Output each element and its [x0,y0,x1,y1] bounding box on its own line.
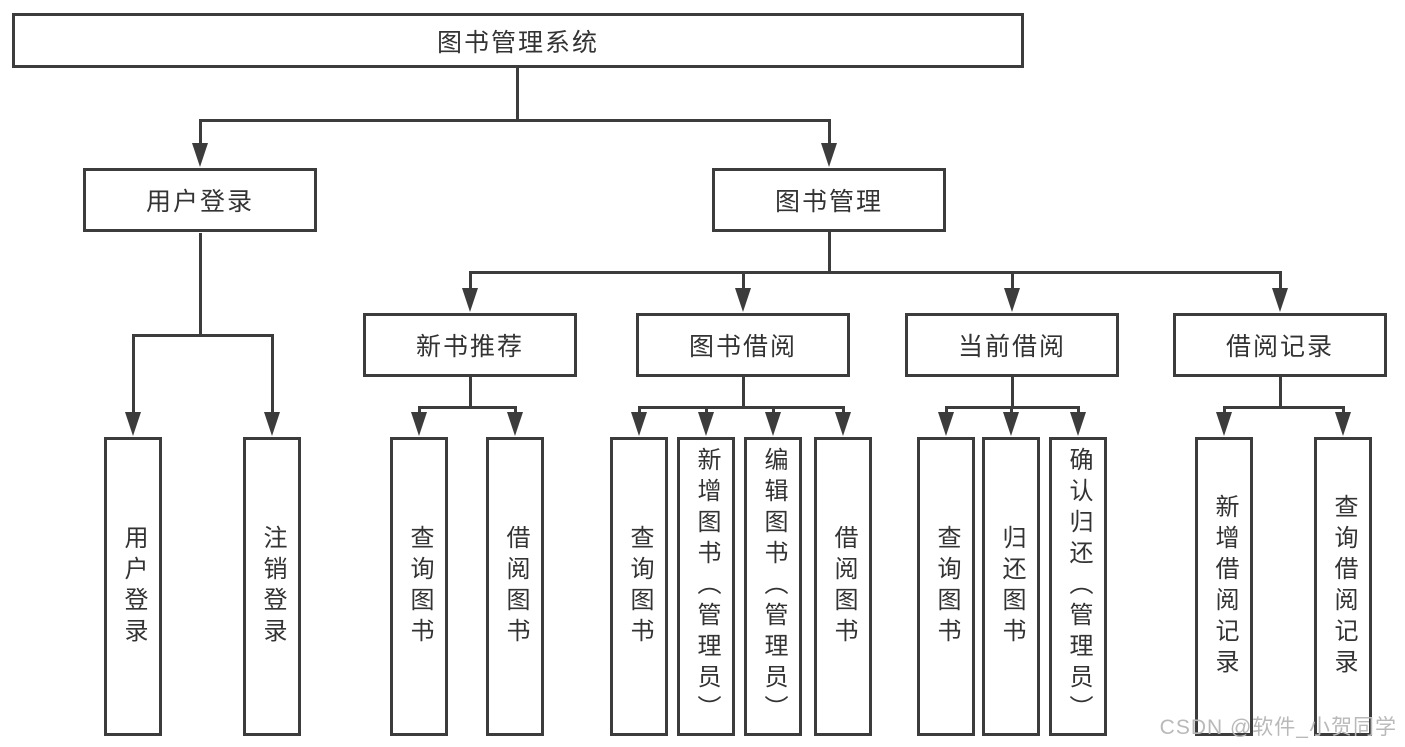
arrow-down-icon [765,412,781,436]
connector-line [944,407,948,414]
node-label: 查询借阅记录 [1330,493,1357,680]
node-login: 用户登录 [104,437,162,736]
node-label: 图书管理系统 [436,28,599,57]
connector-line [1341,407,1345,414]
node-logout: 注销登录 [243,437,301,736]
node-bb-edit-books-admin: 编辑图书（管理员） [744,437,802,736]
connector-line [827,232,831,272]
arrow-down-icon [462,288,478,312]
arrow-down-icon [507,412,523,436]
node-label: 查询图书 [406,524,433,649]
node-bb-borrow-books: 借阅图书 [814,437,872,736]
connector-line [1278,377,1282,408]
connector-line [637,407,641,414]
node-label: 借阅图书 [830,524,857,649]
connector-line [198,233,202,335]
node-borrowing-records: 借阅记录 [1173,313,1387,377]
connector-line [131,335,135,414]
node-br-query-record: 查询借阅记录 [1314,437,1372,736]
connector-line [945,405,1080,409]
arrow-down-icon [1070,412,1086,436]
node-label: 图书管理 [774,188,883,216]
connector-line [515,68,519,120]
connector-line [513,407,517,414]
node-label: 借阅图书 [502,524,529,649]
arrow-down-icon [835,412,851,436]
arrow-down-icon [1272,288,1288,312]
arrow-down-icon [631,412,647,436]
connector-line [771,407,775,414]
arrow-down-icon [1004,288,1020,312]
node-label: 用户登录 [120,524,147,649]
connector-line [132,333,274,337]
connector-line [1223,405,1345,409]
arrow-down-icon [192,143,208,167]
arrow-down-icon [125,412,141,436]
node-label: 当前借阅 [957,333,1066,361]
node-label: 新增借阅记录 [1211,493,1238,680]
node-label: 编辑图书（管理员） [760,447,787,726]
node-system-root: 图书管理系统 [12,13,1024,68]
connector-line [1009,407,1013,414]
arrow-down-icon [1335,412,1351,436]
arrow-down-icon [1003,412,1019,436]
connector-line [704,407,708,414]
node-bb-add-books-admin: 新增图书（管理员） [677,437,735,736]
node-label: 借阅记录 [1225,333,1334,361]
connector-line [741,272,745,290]
node-label: 新书推荐 [415,333,524,361]
connector-line [418,405,517,409]
arrow-down-icon [735,288,751,312]
node-bb-query-books: 查询图书 [610,437,668,736]
node-book-management: 图书管理 [712,168,946,232]
connector-line [417,407,421,414]
node-br-add-record: 新增借阅记录 [1195,437,1253,736]
connector-line [827,120,831,145]
connector-line [841,407,845,414]
node-label: 查询图书 [933,524,960,649]
node-nb-query-books: 查询图书 [390,437,448,736]
node-label: 查询图书 [626,524,653,649]
node-new-book-recommend: 新书推荐 [363,313,577,377]
node-user-login-group: 用户登录 [83,168,317,232]
connector-line [270,335,274,414]
node-label: 图书借阅 [688,333,797,361]
connector-line [468,377,472,408]
connector-line [638,405,845,409]
connector-line [198,120,202,145]
node-label: 用户登录 [145,188,254,216]
arrow-down-icon [411,412,427,436]
connector-line [1278,272,1282,290]
connector-line [199,118,831,122]
connector-line [1222,407,1226,414]
arrow-down-icon [821,143,837,167]
node-nb-borrow-books: 借阅图书 [486,437,544,736]
connector-line [1010,272,1014,290]
arrow-down-icon [264,412,280,436]
node-label: 注销登录 [259,524,286,649]
connector-line [469,270,1282,274]
node-label: 归还图书 [998,524,1025,649]
node-cb-return-books: 归还图书 [982,437,1040,736]
arrow-down-icon [1216,412,1232,436]
node-current-borrowing: 当前借阅 [905,313,1119,377]
node-label: 新增图书（管理员） [693,447,720,726]
connector-line [1076,407,1080,414]
connector-line [468,272,472,290]
node-cb-query-books: 查询图书 [917,437,975,736]
arrow-down-icon [698,412,714,436]
arrow-down-icon [938,412,954,436]
node-cb-confirm-return-admin: 确认归还（管理员） [1049,437,1107,736]
node-book-borrowing: 图书借阅 [636,313,850,377]
node-label: 确认归还（管理员） [1065,447,1092,726]
connector-line [741,377,745,408]
connector-line [1010,377,1014,408]
watermark: CSDN @软件_小贺同学 [1159,716,1397,739]
